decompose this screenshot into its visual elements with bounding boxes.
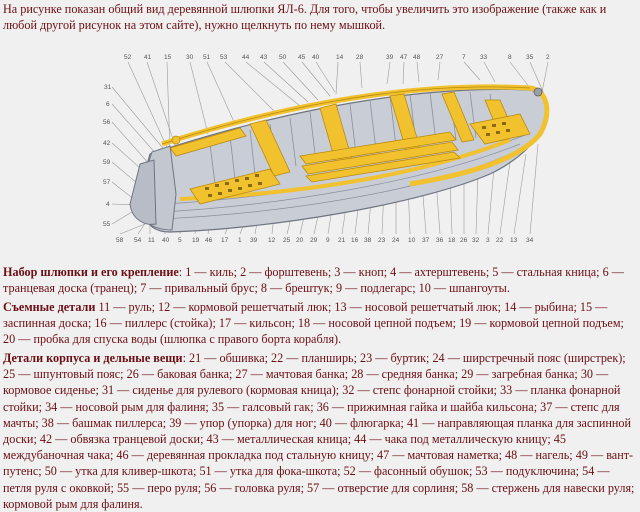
svg-text:20: 20 (296, 237, 304, 244)
svg-text:30: 30 (186, 54, 194, 61)
section-separator: : (182, 351, 190, 365)
svg-text:50: 50 (279, 54, 287, 61)
section-heading: Набор шлюпки и его крепление (3, 265, 179, 279)
svg-text:43: 43 (260, 54, 268, 61)
svg-text:35: 35 (526, 54, 534, 61)
intro-text: На рисунке показан общий вид деревянной … (3, 2, 607, 33)
svg-text:8: 8 (508, 54, 512, 61)
section-hull-details-fittings: Детали корпуса и дельные вещи: 21 — обши… (3, 350, 637, 512)
svg-text:5: 5 (178, 237, 182, 244)
svg-text:9: 9 (326, 237, 330, 244)
svg-text:31: 31 (104, 84, 112, 91)
svg-text:45: 45 (298, 54, 306, 61)
svg-text:54: 54 (134, 237, 142, 244)
svg-text:6: 6 (106, 101, 110, 108)
svg-text:1: 1 (238, 237, 242, 244)
svg-text:3: 3 (486, 237, 490, 244)
svg-text:42: 42 (103, 140, 111, 147)
page: На рисунке показан общий вид деревянной … (3, 2, 637, 511)
section-text: 11 — руль; 12 — кормовой решетчатый люк;… (3, 300, 624, 347)
svg-text:23: 23 (378, 237, 386, 244)
svg-text:25: 25 (283, 237, 291, 244)
svg-text:47: 47 (400, 54, 408, 61)
svg-text:40: 40 (162, 237, 170, 244)
svg-text:27: 27 (436, 54, 444, 61)
left-callout-labels: 31 6 56 42 59 57 4 55 (103, 84, 112, 228)
section-separator: : (178, 265, 186, 279)
svg-text:33: 33 (480, 54, 488, 61)
svg-text:44: 44 (242, 54, 250, 61)
svg-text:26: 26 (460, 237, 468, 244)
svg-text:41: 41 (144, 54, 152, 61)
svg-text:32: 32 (472, 237, 480, 244)
svg-text:11: 11 (148, 237, 155, 244)
svg-text:39: 39 (250, 237, 258, 244)
svg-text:56: 56 (103, 119, 111, 126)
svg-text:51: 51 (203, 54, 211, 61)
svg-text:14: 14 (336, 54, 344, 61)
svg-text:58: 58 (116, 237, 124, 244)
svg-text:29: 29 (310, 237, 318, 244)
svg-text:16: 16 (351, 237, 359, 244)
section-removable-parts: Съемные детали 11 — руль; 12 — кормовой … (3, 299, 637, 348)
svg-text:40: 40 (312, 54, 320, 61)
svg-text:36: 36 (436, 237, 444, 244)
svg-text:53: 53 (220, 54, 228, 61)
svg-text:2: 2 (546, 54, 550, 61)
section-hull-framing: Набор шлюпки и его крепление: 1 — киль; … (3, 264, 637, 296)
svg-text:12: 12 (268, 237, 276, 244)
svg-text:21: 21 (338, 237, 346, 244)
svg-text:24: 24 (392, 237, 400, 244)
section-heading: Съемные детали (3, 300, 96, 314)
svg-text:18: 18 (448, 237, 456, 244)
svg-text:28: 28 (356, 54, 364, 61)
bottom-callout-labels: 58 54 11 40 5 19 46 17 1 39 12 25 20 29 9 21 16 38 2… (116, 237, 534, 244)
svg-text:59: 59 (103, 159, 111, 166)
section-text: 1 — киль; 2 — форштевень; 3 — кноп; 4 — … (3, 265, 624, 296)
svg-text:4: 4 (106, 201, 110, 208)
svg-text:37: 37 (422, 237, 430, 244)
section-heading: Детали корпуса и дельные вещи (3, 351, 183, 365)
rudder (129, 159, 157, 225)
svg-text:7: 7 (462, 54, 466, 61)
svg-text:19: 19 (192, 237, 200, 244)
svg-text:48: 48 (413, 54, 421, 61)
svg-text:38: 38 (364, 237, 372, 244)
svg-text:34: 34 (526, 237, 534, 244)
svg-text:10: 10 (408, 237, 416, 244)
svg-text:15: 15 (164, 54, 172, 61)
section-text: 21 — обшивка; 22 — планширь; 23 — буртик… (3, 351, 635, 511)
svg-text:13: 13 (510, 237, 518, 244)
svg-text:17: 17 (221, 237, 229, 244)
svg-text:55: 55 (103, 221, 111, 228)
svg-text:46: 46 (205, 237, 213, 244)
svg-text:52: 52 (124, 54, 132, 61)
svg-text:22: 22 (496, 237, 504, 244)
svg-text:39: 39 (386, 54, 394, 61)
svg-text:57: 57 (103, 179, 111, 186)
